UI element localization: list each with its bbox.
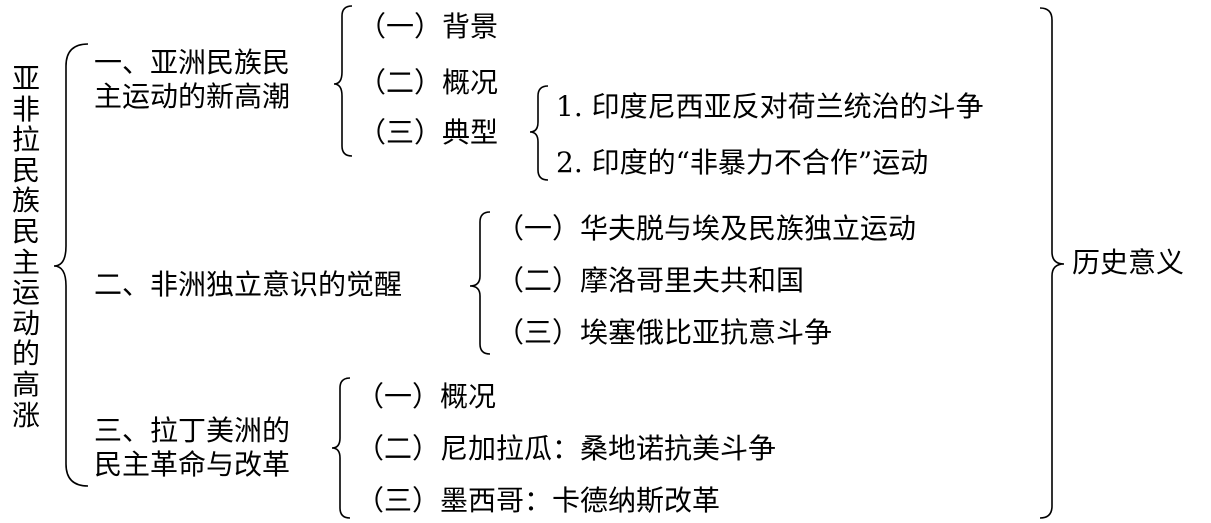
section3-heading-line1: 三、拉丁美洲的	[94, 414, 291, 447]
section1-heading-line1: 一、亚洲民族民	[94, 46, 291, 79]
section2-brace	[469, 211, 491, 355]
section3-brace	[331, 377, 351, 519]
typical-example-india: 2. 印度的“非暴力不合作”运动	[556, 146, 929, 179]
section1-item-typical: （三）典型	[358, 116, 499, 149]
section2-item-egypt: （一）华夫脱与埃及民族独立运动	[496, 212, 917, 245]
section3-item-nicaragua: （二）尼加拉瓜：桑地诺抗美斗争	[356, 432, 777, 465]
main-brace	[53, 43, 89, 487]
main-title: 亚非拉民族民主运动的高涨	[11, 62, 40, 432]
typical-brace	[529, 85, 549, 181]
section3-item-overview: （一）概况	[356, 380, 497, 413]
typical-example-indonesia: 1. 印度尼西亚反对荷兰统治的斗争	[556, 90, 984, 123]
section1-item-overview: （二）概况	[358, 66, 499, 99]
section1-item-background: （一）背景	[358, 10, 499, 43]
section2-item-ethiopia: （三）埃塞俄比亚抗意斗争	[496, 316, 833, 349]
section2-item-morocco: （二）摩洛哥里夫共和国	[496, 264, 805, 297]
historical-significance: 历史意义	[1072, 246, 1185, 279]
section3-heading-line2: 民主革命与改革	[94, 448, 291, 481]
section2-heading: 二、非洲独立意识的觉醒	[94, 268, 403, 301]
significance-brace	[1039, 7, 1065, 519]
section1-brace	[333, 5, 353, 157]
section3-item-mexico: （三）墨西哥：卡德纳斯改革	[356, 484, 721, 517]
section1-heading-line2: 主运动的新高潮	[94, 80, 291, 113]
